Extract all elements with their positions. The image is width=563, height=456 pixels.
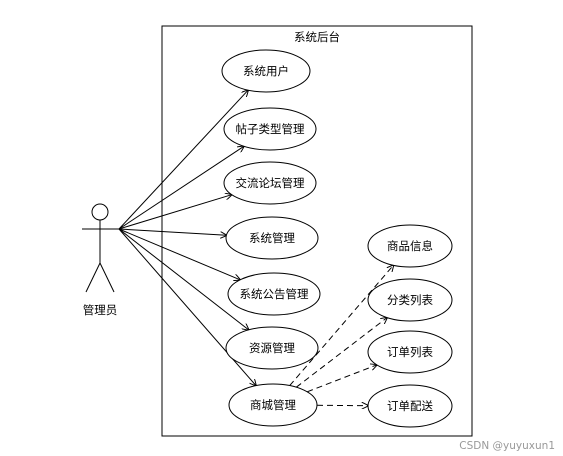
association-uc1 <box>118 90 248 230</box>
use-case-label: 商品信息 <box>387 239 433 253</box>
use-case-uc2: 帖子类型管理 <box>223 107 317 151</box>
use-case-ellipse <box>367 224 453 268</box>
use-case-ellipse <box>227 272 321 316</box>
use-case-ellipse <box>225 216 319 260</box>
use-case-ellipse <box>221 49 311 93</box>
use-case-ellipse <box>367 330 453 374</box>
extension-uc7-uc9 <box>295 318 387 388</box>
actor-name: 管理员 <box>83 303 118 317</box>
use-case-ellipse <box>225 326 319 370</box>
use-case-ellipse <box>223 161 317 205</box>
system-boundary <box>161 25 473 437</box>
use-case-ellipse <box>367 278 453 322</box>
use-case-label: 商城管理 <box>250 398 296 412</box>
use-case-label: 订单配送 <box>387 399 433 413</box>
use-case-uc11: 订单配送 <box>367 384 453 428</box>
use-case-uc9: 分类列表 <box>367 278 453 322</box>
actor-admin: 管理员 <box>82 203 119 317</box>
use-case-label: 系统用户 <box>243 64 289 78</box>
use-case-label: 系统公告管理 <box>240 287 309 301</box>
use-case-uc7: 商城管理 <box>228 383 318 427</box>
association-uc4 <box>118 228 226 235</box>
actor-right-leg <box>99 262 115 293</box>
extension-uc7-uc10 <box>307 365 377 393</box>
use-case-ellipse <box>367 384 453 428</box>
watermark: CSDN @yuyuxun1 <box>459 440 555 452</box>
extension-uc7-uc8 <box>289 265 394 386</box>
association-uc2 <box>118 146 244 230</box>
use-case-label: 订单列表 <box>387 345 433 359</box>
actor-left-leg <box>85 262 101 293</box>
use-case-label: 分类列表 <box>387 293 433 307</box>
use-case-label: 系统管理 <box>249 231 295 245</box>
use-case-uc5: 系统公告管理 <box>227 272 321 316</box>
use-case-uc8: 商品信息 <box>367 224 453 268</box>
actor-head <box>91 203 109 221</box>
system-title: 系统后台 <box>294 30 340 44</box>
use-case-uc4: 系统管理 <box>225 216 319 260</box>
use-case-uc3: 交流论坛管理 <box>223 161 317 205</box>
extension-lines <box>289 265 394 405</box>
use-case-uc1: 系统用户 <box>221 49 311 93</box>
association-uc7 <box>118 228 256 386</box>
use-case-uc10: 订单列表 <box>367 330 453 374</box>
use-case-ellipse <box>228 383 318 427</box>
use-case-label: 交流论坛管理 <box>236 176 305 190</box>
use-case-ellipse <box>223 107 317 151</box>
association-uc3 <box>118 195 232 230</box>
use-case-uc6: 资源管理 <box>225 326 319 370</box>
association-uc6 <box>118 228 249 330</box>
use-case-label: 帖子类型管理 <box>236 122 305 136</box>
association-uc5 <box>118 228 240 280</box>
use-case-label: 资源管理 <box>249 341 295 355</box>
